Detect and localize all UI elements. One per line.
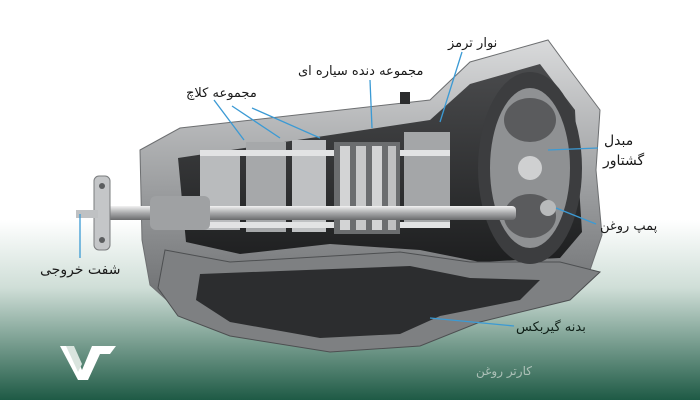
leader-housing xyxy=(429,317,515,327)
leader-converter xyxy=(547,147,599,151)
leader-clutch-1 xyxy=(213,99,245,141)
leader-pump xyxy=(555,207,597,225)
leader-lines xyxy=(79,51,599,327)
label-output-shaft: شفت خروجی xyxy=(40,262,121,278)
label-planetary-gear-set: مجموعه دنده سیاره ای xyxy=(298,64,424,79)
label-oil-pump: پمپ روغن xyxy=(600,219,658,234)
label-torque-converter-line2: گشتاور xyxy=(603,153,645,169)
planetary-gear-shapes xyxy=(334,142,400,234)
brand-logo-icon xyxy=(60,346,116,380)
leader-brake-band xyxy=(439,51,463,123)
torque-converter-shape xyxy=(478,72,582,264)
output-flange-shape xyxy=(76,175,111,251)
label-clutch-pack: مجموعه کلاچ xyxy=(186,86,257,101)
main-shaft-shape xyxy=(96,196,516,230)
vent-cap-shape xyxy=(400,92,410,104)
label-torque-converter-line1: مبدل xyxy=(604,133,634,149)
label-oil-pan: کارتر روغن xyxy=(476,364,532,378)
leader-clutch-3 xyxy=(251,107,321,139)
label-gearbox-housing: بدنه گیربکس xyxy=(516,320,586,335)
label-brake-band: نوار ترمز xyxy=(448,36,498,51)
leader-planetary xyxy=(369,79,373,129)
leader-clutch-2 xyxy=(231,105,281,139)
